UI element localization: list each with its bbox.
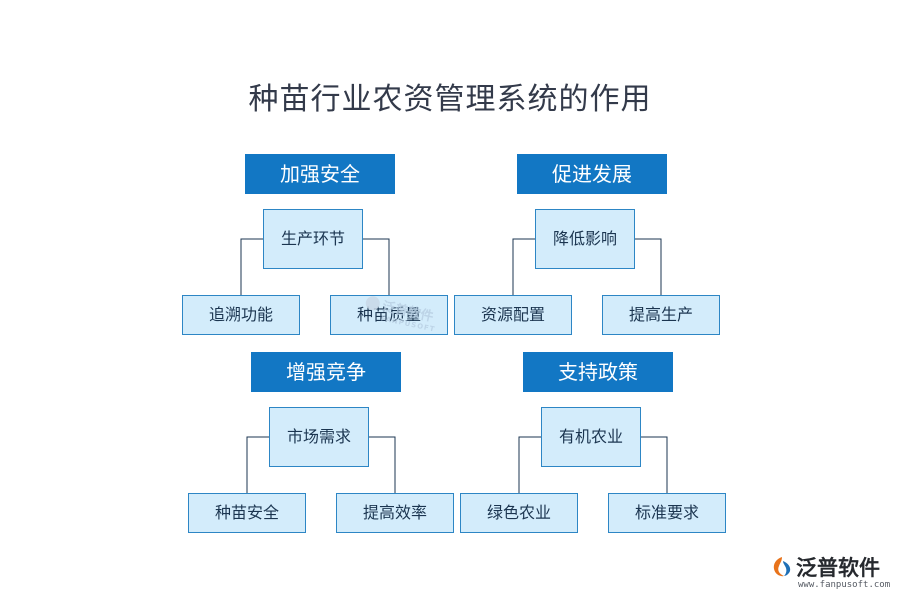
connector-right — [634, 238, 662, 295]
group-leaf-left: 资源配置 — [454, 295, 572, 335]
brand-url: www.fanpusoft.com — [798, 580, 891, 590]
brand-logo: 泛普软件 www.fanpusoft.com — [770, 552, 894, 592]
group-leaf-right: 提高效率 — [336, 493, 454, 533]
page-title: 种苗行业农资管理系统的作用 — [248, 82, 652, 117]
connector-left — [512, 238, 535, 295]
group-center-node: 生产环节 — [263, 209, 363, 269]
connector-left — [240, 238, 263, 295]
group-leaf-right: 标准要求 — [608, 493, 726, 533]
group-leaf-right: 提高生产 — [602, 295, 720, 335]
group-center-node: 有机农业 — [541, 407, 641, 467]
watermark-logo-icon — [364, 294, 382, 312]
group-leaf-left: 追溯功能 — [182, 295, 300, 335]
group-header: 加强安全 — [245, 154, 395, 194]
connector-right — [362, 238, 390, 295]
connector-left — [246, 436, 269, 493]
group-header: 促进发展 — [517, 154, 667, 194]
connector-right — [640, 436, 668, 493]
connector-left — [518, 436, 541, 493]
group-header: 增强竞争 — [251, 352, 401, 392]
group-center-node: 市场需求 — [269, 407, 369, 467]
group-center-node: 降低影响 — [535, 209, 635, 269]
group-header: 支持政策 — [523, 352, 673, 392]
group-leaf-right: 种苗质量 — [330, 295, 448, 335]
connector-right — [368, 436, 396, 493]
fanpu-logo-icon — [773, 557, 791, 577]
group-leaf-left: 绿色农业 — [460, 493, 578, 533]
brand-name: 泛普软件 — [796, 556, 880, 580]
group-leaf-left: 种苗安全 — [188, 493, 306, 533]
